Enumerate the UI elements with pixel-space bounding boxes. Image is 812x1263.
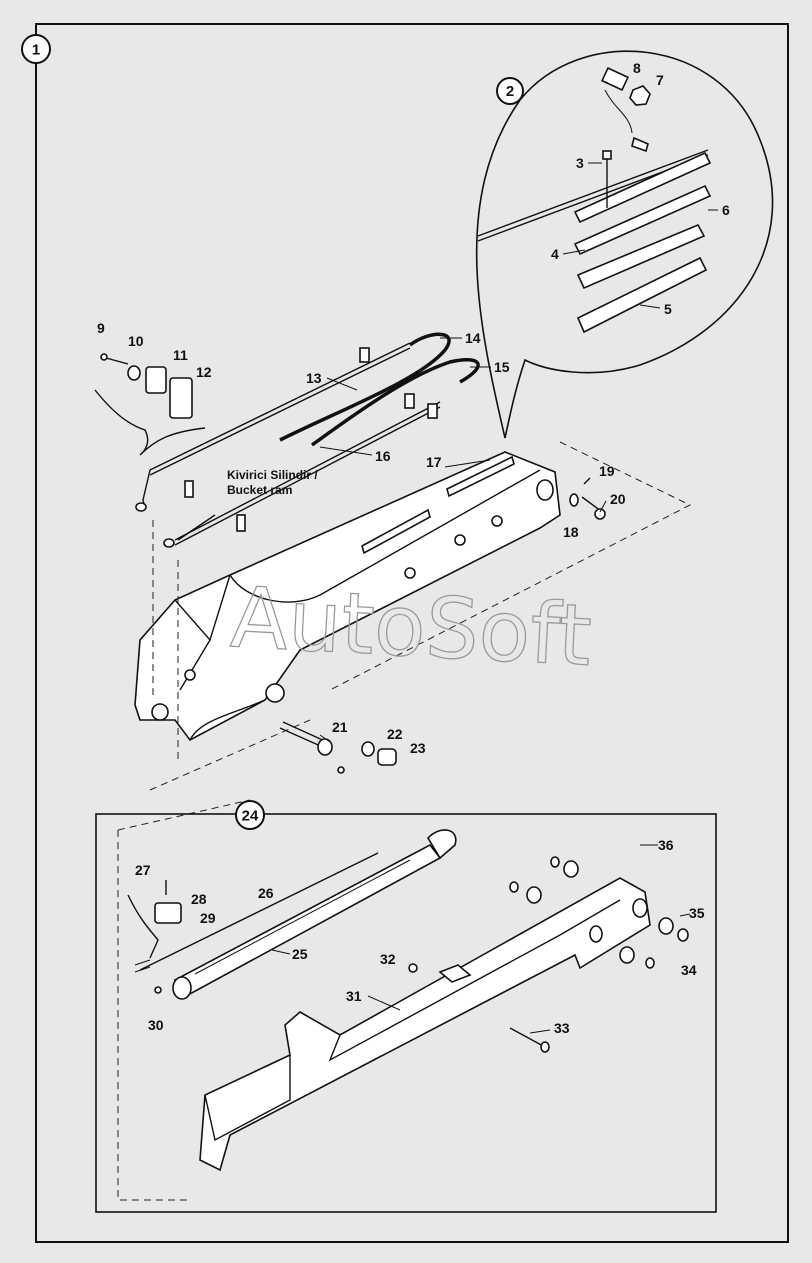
hydraulic-lines: 13 14 15 16 Kivirici Silindir / Bucket r… [135, 330, 510, 548]
watermark: AutoSoft [228, 568, 593, 685]
pin-assembly-top: 19 20 18 [563, 463, 626, 540]
part-number-label: 4 [551, 246, 559, 262]
part-number-label: 34 [681, 962, 697, 978]
part-number-label: 9 [97, 320, 105, 336]
part-number-label: 16 [375, 448, 391, 464]
part-number-label: 23 [410, 740, 426, 756]
part-number-label: 31 [346, 988, 362, 1004]
part-number-label: 28 [191, 891, 207, 907]
part-number-label: 36 [658, 837, 674, 853]
guide-lines [117, 441, 692, 831]
part-number-label: 7 [656, 72, 664, 88]
part-number-label: 22 [387, 726, 403, 742]
part-number-label: 21 [332, 719, 348, 735]
part-number-label: 33 [554, 1020, 570, 1036]
part-number-label: 32 [380, 951, 396, 967]
part-number-label: 12 [196, 364, 212, 380]
dipper-arm: 17 [134, 451, 561, 742]
part-number-label: 29 [200, 910, 216, 926]
clamp-callout: 9 10 11 12 [94, 320, 212, 456]
part-number-label: 18 [563, 524, 579, 540]
part-number-label: 25 [292, 946, 308, 962]
part-number-label: 17 [426, 454, 442, 470]
outer-frame [35, 23, 789, 1243]
part-number-label: 11 [173, 347, 188, 363]
section-number: 24 [242, 808, 259, 825]
section-number: 2 [506, 83, 514, 100]
part-number-label: 20 [610, 491, 626, 507]
part-number-label: 8 [633, 60, 641, 76]
part-number-label: 13 [306, 370, 322, 386]
part-number-label: 35 [689, 905, 705, 921]
part-number-label: 3 [576, 155, 584, 171]
part-number-label: 6 [722, 202, 730, 218]
part-number-label: 5 [664, 301, 672, 317]
part-number-label: 26 [258, 885, 274, 901]
section-number: 1 [32, 42, 40, 59]
detail-callout-2: 2 3 4 5 6 7 8 [475, 50, 774, 439]
part-number-label: 19 [599, 463, 615, 479]
part-number-label: 15 [494, 359, 510, 375]
section-badge-1: 1 [21, 34, 51, 64]
annotation-label: Bucket ram [227, 483, 292, 497]
part-number-label: 27 [135, 862, 151, 878]
part-number-label: 30 [148, 1017, 164, 1033]
pin-assembly: 21 22 23 [279, 719, 426, 774]
part-number-label: 14 [465, 330, 481, 346]
annotation-label: Kivirici Silindir / [227, 468, 318, 482]
part-number-label: 10 [128, 333, 144, 349]
detail-box-24: 24 27 28 29 26 25 30 [95, 800, 717, 1213]
